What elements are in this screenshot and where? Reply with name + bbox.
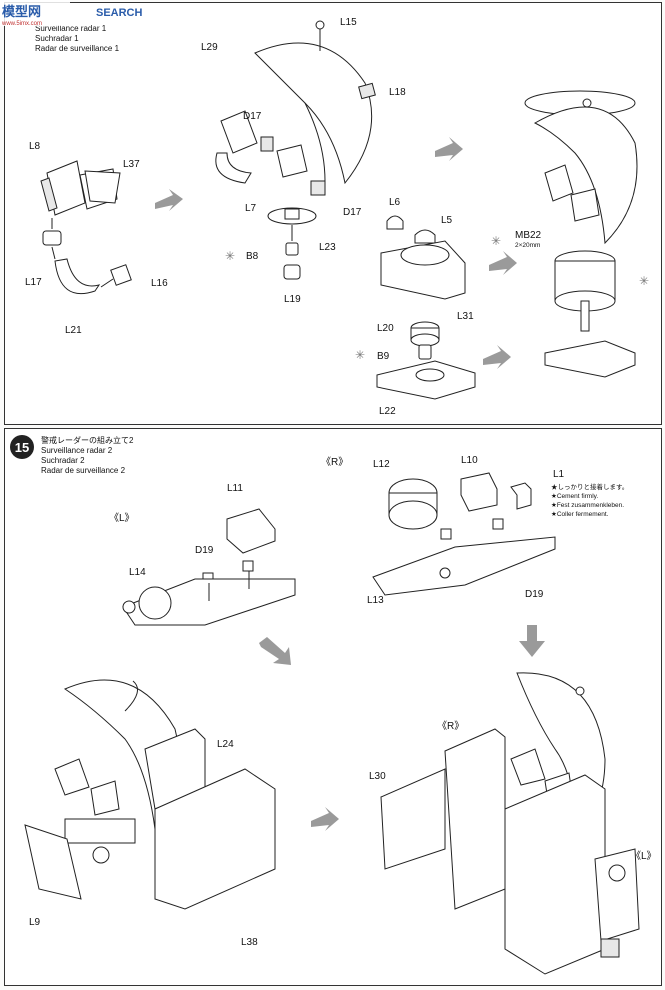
step15-title-en: Surveillance radar 2 bbox=[41, 446, 113, 455]
radar-2-left-view bbox=[24, 679, 276, 910]
label-L17: L17 bbox=[25, 277, 42, 288]
label-L9: L9 bbox=[29, 917, 41, 928]
label-L24: L24 bbox=[217, 739, 234, 750]
step14-title-en: Surveillance radar 1 bbox=[35, 24, 107, 33]
right-side-parts bbox=[372, 472, 556, 596]
step-14-panel: Surveillance radar 1 Suchradar 1 Radar d… bbox=[4, 2, 662, 425]
step14-title-de: Suchradar 1 bbox=[35, 34, 79, 43]
assembly-arrow bbox=[155, 189, 183, 211]
watermark-logo: 模型网 bbox=[2, 4, 41, 19]
step-15-diagram: 15 警戒レーダーの組み立て2 Surveillance radar 2 Suc… bbox=[10, 435, 657, 975]
label-side-R: 《R》 bbox=[437, 720, 464, 732]
watermark: 模型网 www.5imx.com SEARCH bbox=[0, 0, 143, 27]
radar-1-complete bbox=[524, 90, 638, 378]
label-L30: L30 bbox=[369, 771, 386, 782]
label-L38: L38 bbox=[241, 937, 258, 948]
label-L20: L20 bbox=[377, 323, 394, 334]
screwdriver-icon: ✳ bbox=[225, 249, 235, 263]
label-L14: L14 bbox=[129, 567, 146, 578]
feed-horn-assembly bbox=[40, 160, 132, 295]
note-line-1: ★しっかりと接着します。 bbox=[551, 482, 628, 491]
step-14-diagram: Surveillance radar 1 Suchradar 1 Radar d… bbox=[25, 17, 649, 417]
label-L19: L19 bbox=[284, 294, 301, 305]
label-D17-b: D17 bbox=[343, 207, 362, 218]
label-D19-b: D19 bbox=[525, 589, 544, 600]
label-L37: L37 bbox=[123, 159, 140, 170]
left-side-parts bbox=[122, 508, 296, 626]
label-L7: L7 bbox=[245, 203, 257, 214]
side-marker-right: 《R》 bbox=[321, 456, 348, 468]
label-L6: L6 bbox=[389, 197, 401, 208]
radar-2-right-view bbox=[380, 672, 640, 975]
reflector-assembly bbox=[215, 20, 376, 280]
step-number: 15 bbox=[15, 440, 29, 455]
label-L31: L31 bbox=[457, 311, 474, 322]
label-L5: L5 bbox=[441, 215, 453, 226]
label-L22: L22 bbox=[379, 406, 396, 417]
assembly-arrow bbox=[311, 807, 339, 831]
side-marker-left: 《L》 bbox=[109, 512, 135, 524]
watermark-url: www.5imx.com bbox=[1, 21, 42, 27]
step15-title-jp: 警戒レーダーの組み立て2 bbox=[41, 435, 134, 445]
step-number-badge bbox=[10, 435, 34, 459]
label-L8: L8 bbox=[29, 141, 41, 152]
label-L16: L16 bbox=[151, 278, 168, 289]
label-B8: B8 bbox=[246, 251, 259, 262]
label-L10: L10 bbox=[461, 455, 478, 466]
assembly-arrow bbox=[259, 637, 291, 665]
label-L12: L12 bbox=[373, 459, 390, 470]
screwdriver-icon: ✳ bbox=[639, 274, 649, 288]
base-assembly bbox=[380, 215, 466, 300]
label-MB22: MB22 bbox=[515, 230, 542, 241]
label-L13: L13 bbox=[367, 595, 384, 606]
label-side-L: 《L》 bbox=[631, 850, 657, 862]
label-B9: B9 bbox=[377, 351, 390, 362]
label-L11: L11 bbox=[227, 483, 243, 494]
assembly-arrow bbox=[489, 251, 517, 275]
label-MB22-size: 2×20mm bbox=[515, 242, 540, 249]
mount-assembly bbox=[376, 321, 476, 400]
label-L1: L1 bbox=[553, 469, 565, 480]
label-L23: L23 bbox=[319, 242, 336, 253]
screwdriver-icon: ✳ bbox=[491, 234, 501, 248]
label-L15: L15 bbox=[340, 17, 357, 28]
label-D17-a: D17 bbox=[243, 111, 262, 122]
label-L21: L21 bbox=[65, 325, 82, 336]
note-line-3: ★Fest zusammenkleben. bbox=[551, 501, 624, 509]
assembly-arrow bbox=[519, 625, 545, 657]
label-L29: L29 bbox=[201, 42, 218, 53]
step14-title-fr: Radar de surveillance 1 bbox=[35, 44, 120, 53]
assembly-arrow bbox=[483, 345, 511, 369]
screwdriver-icon: ✳ bbox=[355, 348, 365, 362]
step15-title-fr: Radar de surveillance 2 bbox=[41, 466, 126, 475]
label-D19-a: D19 bbox=[195, 545, 214, 556]
step-15-panel: 15 警戒レーダーの組み立て2 Surveillance radar 2 Suc… bbox=[4, 428, 662, 986]
watermark-search: SEARCH bbox=[96, 7, 143, 19]
note-line-2: ★Cement firmly. bbox=[551, 492, 598, 500]
label-L18: L18 bbox=[389, 87, 406, 98]
assembly-arrow bbox=[435, 137, 463, 161]
note-line-4: ★Coller fermement. bbox=[551, 510, 609, 518]
step15-title-de: Suchradar 2 bbox=[41, 456, 85, 465]
